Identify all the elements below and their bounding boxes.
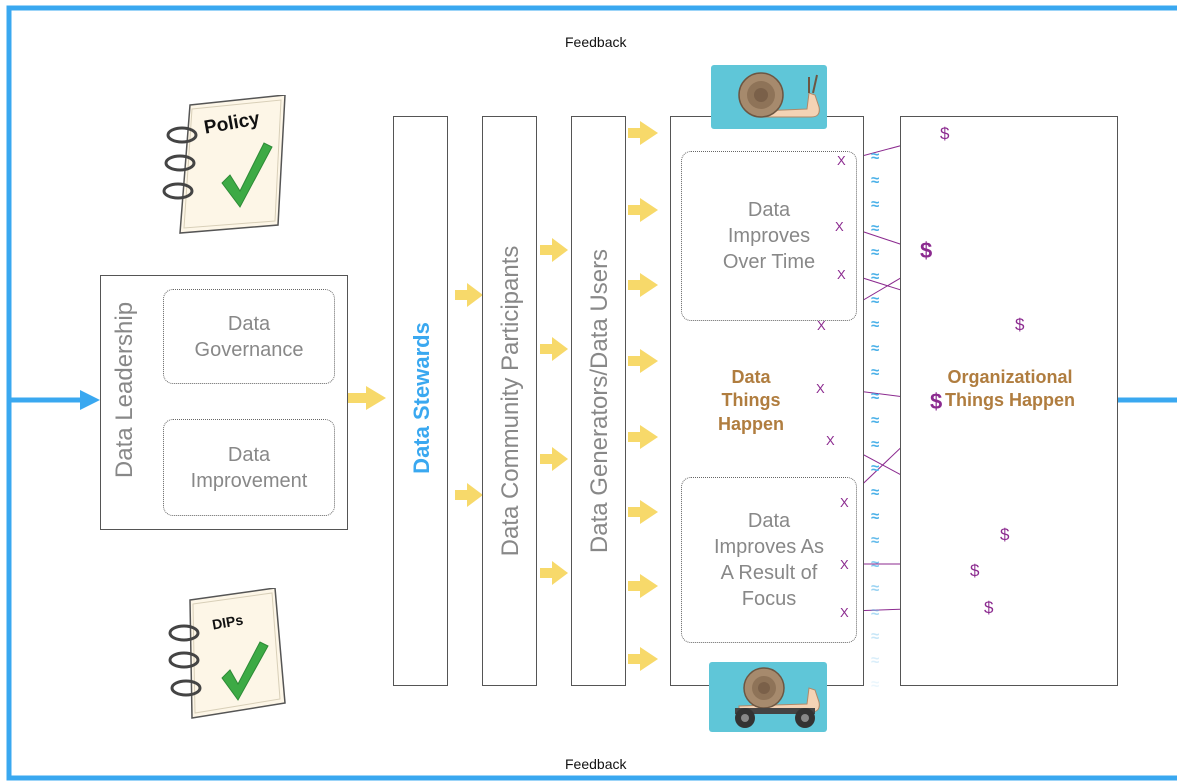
- organizational-outcomes-box: Organizational Things Happen: [900, 116, 1118, 686]
- feedback-bottom-label: Feedback: [565, 756, 627, 772]
- wave-icon: ≈: [871, 388, 880, 405]
- data-improves-over-time-box: Data Improves Over Time: [681, 151, 857, 321]
- x-mark: X: [816, 381, 825, 396]
- dollar-icon: $: [920, 238, 933, 263]
- wave-icon: ≈: [871, 532, 880, 549]
- flow-arrow: [628, 647, 658, 671]
- wave-icon: ≈: [871, 604, 880, 621]
- snail-graphic: [738, 72, 820, 118]
- snail-on-wheels-icon: [709, 662, 827, 732]
- wave-icon: ≈: [871, 292, 880, 309]
- flow-arrow: [540, 561, 568, 585]
- feedback-top-label: Feedback: [565, 34, 627, 50]
- wave-icon: ≈: [871, 628, 880, 645]
- flow-arrow: [628, 425, 658, 449]
- x-mark: X: [817, 318, 826, 333]
- data-stewards-label: Data Stewards: [409, 322, 434, 474]
- wave-icon: ≈: [871, 268, 880, 285]
- data-leadership-box: Data Leadership Data Governance Data Imp…: [100, 275, 348, 530]
- wave-icon: ≈: [871, 340, 880, 357]
- flow-arrow: [628, 349, 658, 373]
- wave-icon: ≈: [871, 148, 880, 165]
- wave-icon: ≈: [871, 676, 880, 693]
- data-generators-label: Data Generators/Data Users: [586, 248, 613, 554]
- wave-icon: ≈: [871, 556, 880, 573]
- wave-icon: ≈: [871, 652, 880, 669]
- input-arrow-head: [80, 390, 100, 410]
- dollar-icon: $: [930, 389, 943, 414]
- feedback-loop: [6, 5, 1177, 781]
- data-community-column: Data Community Participants: [482, 116, 537, 686]
- organizational-things-happen-label: Organizational Things Happen: [945, 367, 1075, 411]
- wave-icon: ≈: [871, 196, 880, 213]
- wave-icon: ≈: [871, 460, 880, 477]
- data-community-label: Data Community Participants: [497, 245, 524, 557]
- flow-arrow: [455, 483, 483, 507]
- dollar-icon: $: [1015, 315, 1025, 334]
- x-mark: X: [826, 433, 835, 448]
- flow-arrows: [348, 121, 658, 671]
- flow-arrow: [628, 500, 658, 524]
- wave-icon: ≈: [871, 172, 880, 189]
- policy-notebook-graphic: [162, 94, 286, 234]
- flow-arrow: [540, 238, 568, 262]
- wave-icon: ≈: [871, 484, 880, 501]
- x-mark: X: [835, 219, 844, 234]
- flow-arrow: [540, 337, 568, 361]
- flow-arrow: [628, 273, 658, 297]
- wave-icon: ≈: [871, 412, 880, 429]
- flow-arrow: [628, 198, 658, 222]
- data-things-happen-label: Data Things Happen: [717, 367, 784, 434]
- wave-icon: ≈: [871, 220, 880, 237]
- x-mark: X: [837, 267, 846, 282]
- data-improvement-box: Data Improvement: [163, 419, 335, 516]
- flow-arrow: [628, 121, 658, 145]
- x-mark: X: [837, 153, 846, 168]
- flow-arrow: [348, 386, 386, 410]
- dollar-icon: $: [970, 561, 980, 580]
- wave-icon: ≈: [871, 244, 880, 261]
- data-stewards-column: Data Stewards: [393, 116, 448, 686]
- data-outcomes-box: Data Improves Over Time Data Things Happ…: [670, 116, 864, 686]
- wave-icon: ≈: [871, 364, 880, 381]
- flow-arrow: [455, 283, 483, 307]
- dollar-icon: $: [940, 124, 950, 143]
- wave-icon: ≈: [871, 436, 880, 453]
- dollar-icon: $: [1000, 525, 1010, 544]
- data-generators-column: Data Generators/Data Users: [571, 116, 626, 686]
- feedback-loop-bottom: [6, 400, 1177, 781]
- data-governance-box: Data Governance: [163, 289, 335, 384]
- snail-on-wheels-graphic: [735, 667, 820, 728]
- x-mark: X: [840, 495, 849, 510]
- wave-icon: ≈: [871, 316, 880, 333]
- feedback-loop-top: [6, 5, 1177, 400]
- dollar-icon: $: [984, 598, 994, 617]
- wave-icon: ≈: [871, 580, 880, 597]
- policy-notebook-icon: Policy: [160, 94, 295, 235]
- wave-icon: ≈: [871, 508, 880, 525]
- data-leadership-label: Data Leadership: [111, 301, 138, 479]
- x-mark: X: [840, 557, 849, 572]
- dips-notebook-graphic: [168, 587, 286, 719]
- data-improves-focus-box: Data Improves As A Result of Focus: [681, 477, 857, 643]
- flow-arrow: [628, 574, 658, 598]
- flow-arrow: [540, 447, 568, 471]
- x-mark: X: [840, 605, 849, 620]
- dips-notebook-icon: DIPs: [160, 587, 295, 723]
- snail-icon: [711, 65, 827, 129]
